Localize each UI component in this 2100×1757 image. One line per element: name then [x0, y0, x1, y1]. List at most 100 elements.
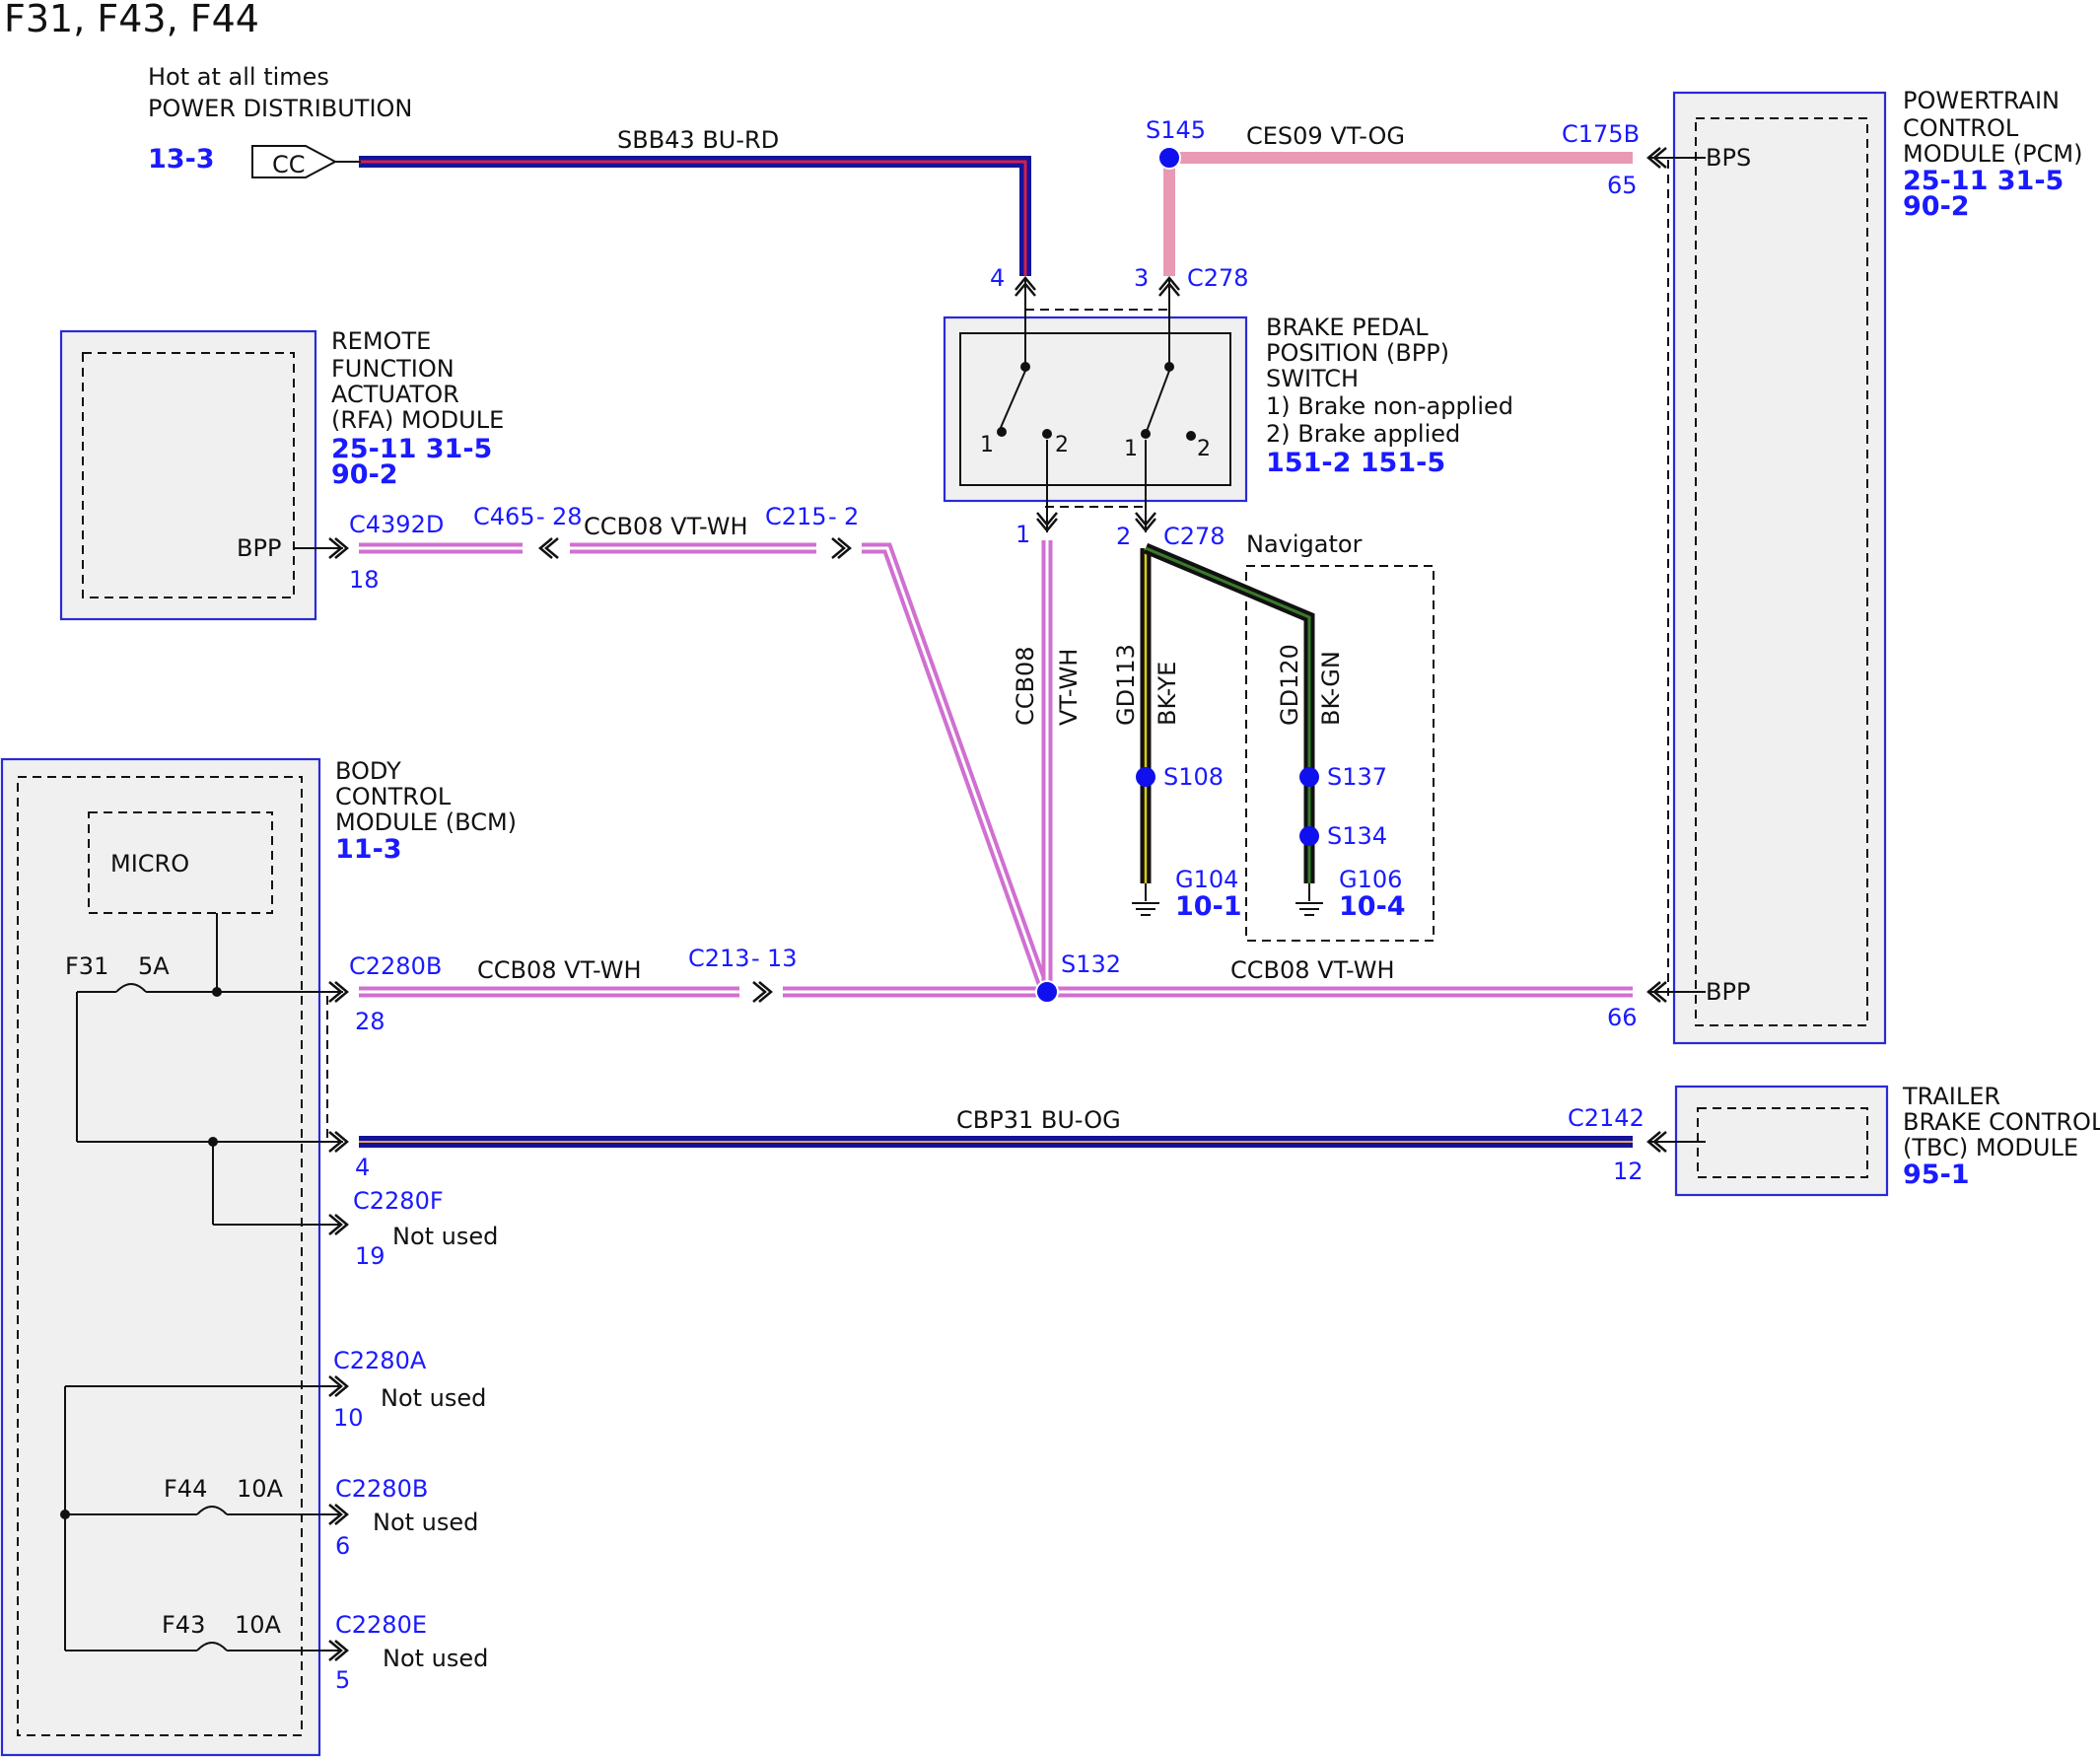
- splice-s137: [1299, 767, 1319, 787]
- connector-c278-bottom: C278: [1163, 523, 1225, 550]
- not-used-c2280f: Not used: [392, 1223, 498, 1250]
- connector-c465: C465: [473, 503, 535, 530]
- wire-ccb08-vert-color: VT-WH: [1055, 649, 1083, 726]
- fuse-f43-label: F43: [162, 1611, 205, 1639]
- power-connector-cc: [251, 145, 338, 178]
- connector-c2280f: C2280F: [353, 1187, 444, 1215]
- pin-28-c2280b: 28: [355, 1008, 385, 1035]
- connector-c215: C215: [765, 503, 827, 530]
- wire-gd120-code: GD120: [1276, 644, 1303, 726]
- pcm-title-2: CONTROL: [1903, 114, 2019, 142]
- connector-c175b-label: C175B: [1562, 120, 1640, 148]
- bcm-title-1: BODY: [335, 757, 401, 785]
- splice-s134-label: S134: [1327, 822, 1387, 850]
- connector-c213: C213: [688, 945, 750, 972]
- tbc-title-1: TRAILER: [1902, 1083, 2000, 1110]
- bpp-contact-l1: 1: [980, 433, 994, 457]
- pin-18: 18: [349, 566, 380, 594]
- pin-5: 5: [335, 1666, 350, 1694]
- wire-cbp31-label: CBP31 BU-OG: [956, 1106, 1121, 1134]
- tbc-ref: 95-1: [1903, 1160, 1970, 1190]
- bcm-ref: 11-3: [335, 834, 402, 865]
- page-title: F31, F43, F44: [4, 0, 259, 40]
- power-connector-label: CC: [272, 151, 306, 178]
- splice-s132-label: S132: [1061, 950, 1121, 978]
- splice-s108: [1136, 767, 1155, 787]
- bpp-ref: 151-2 151-5: [1266, 448, 1445, 478]
- splice-s108-label: S108: [1163, 763, 1224, 791]
- ground-g106: [1295, 883, 1323, 916]
- not-used-c2280a: Not used: [381, 1384, 486, 1412]
- bcm-title-3: MODULE (BCM): [335, 808, 517, 836]
- tbc-title-3: (TBC) MODULE: [1903, 1134, 2078, 1161]
- connector-c2280e: C2280E: [335, 1611, 427, 1639]
- connector-c278-top: C278: [1187, 264, 1249, 292]
- rfa-title-1: REMOTE: [331, 327, 431, 355]
- not-used-c2280e: Not used: [383, 1645, 488, 1672]
- wire-sbb43: [359, 156, 1031, 276]
- pin-19: 19: [355, 1242, 385, 1270]
- wire-gd113-code: GD113: [1112, 644, 1140, 726]
- splice-s137-label: S137: [1327, 763, 1387, 791]
- fuse-f43-amp: 10A: [235, 1611, 282, 1639]
- connector-c2280b-bottom: C2280B: [335, 1475, 428, 1503]
- wire-ccb08-top-label: CCB08 VT-WH: [584, 513, 748, 540]
- splice-s145-label: S145: [1146, 116, 1206, 144]
- wire-sbb43-label: SBB43 BU-RD: [617, 126, 779, 154]
- pin-12: 12: [1613, 1158, 1644, 1185]
- navigator-box: [1245, 565, 1435, 942]
- rfa-module: [59, 329, 317, 621]
- pin-13: 13: [767, 945, 798, 972]
- wire-ccb08-pcm-label: CCB08 VT-WH: [1230, 956, 1395, 984]
- tbc-module: [1674, 1085, 1889, 1197]
- bpp-state-2: 2) Brake applied: [1266, 420, 1460, 448]
- splices: [1035, 146, 1319, 1004]
- pin-66: 66: [1607, 1004, 1638, 1031]
- connector-c4392d: C4392D: [349, 511, 444, 538]
- fuse-f44-amp: 10A: [237, 1475, 284, 1503]
- splice-s134: [1299, 826, 1319, 846]
- fuse-f31-label: F31: [65, 952, 108, 980]
- ground-g104-label: G104: [1175, 866, 1238, 893]
- rfa-title-2: FUNCTION: [331, 355, 455, 383]
- wire-gd120-color: BK-GN: [1317, 651, 1345, 726]
- bpp-contact-r2: 2: [1197, 437, 1211, 461]
- ground-g106-ref: 10-4: [1339, 891, 1406, 922]
- bpp-title-2: POSITION (BPP): [1266, 339, 1449, 367]
- ground-g106-label: G106: [1339, 866, 1402, 893]
- connector-arrows: [328, 147, 1667, 1661]
- not-used-c2280b: Not used: [373, 1509, 478, 1536]
- bpp-state-1: 1) Brake non-applied: [1266, 392, 1513, 420]
- rfa-title-3: ACTUATOR: [331, 381, 459, 408]
- bcm-module: [0, 757, 321, 1757]
- rfa-ref-2: 90-2: [331, 459, 398, 490]
- pin-28-c465: 28: [552, 503, 583, 530]
- bpp-contact-l2: 2: [1055, 433, 1069, 457]
- rfa-pin-bpp: BPP: [237, 534, 281, 562]
- pcm-pin-bpp: BPP: [1706, 978, 1750, 1006]
- connector-c213-dash: -: [751, 945, 760, 972]
- connector-c2142: C2142: [1568, 1104, 1645, 1132]
- navigator-label: Navigator: [1246, 530, 1363, 558]
- pin-2-c215: 2: [844, 503, 859, 530]
- splice-s132: [1035, 980, 1059, 1004]
- rfa-title-4: (RFA) MODULE: [331, 406, 504, 434]
- pcm-ref-2: 90-2: [1903, 191, 1970, 222]
- wire-gd120: [1143, 542, 1315, 883]
- pcm-ref-1: 25-11 31-5: [1903, 166, 2064, 196]
- pin-4-top: 4: [990, 264, 1005, 292]
- wire-ccb08-rfa: [359, 542, 1049, 988]
- splice-s145: [1157, 146, 1181, 170]
- fuse-f31-amp: 5A: [138, 952, 170, 980]
- pcm-pin-bps: BPS: [1706, 144, 1751, 172]
- connector-c465-dash: -: [536, 503, 545, 530]
- tbc-title-2: BRAKE CONTROL: [1903, 1108, 2100, 1136]
- pcm-module: [1672, 91, 1887, 1045]
- pin-2-bottom: 2: [1116, 523, 1131, 550]
- ground-g104-ref: 10-1: [1175, 891, 1242, 922]
- pin-65-label: 65: [1607, 172, 1638, 199]
- connector-c2280b-top: C2280B: [349, 952, 442, 980]
- pcm-title-1: POWERTRAIN: [1903, 87, 2060, 114]
- pin-4-cbp31: 4: [355, 1154, 370, 1181]
